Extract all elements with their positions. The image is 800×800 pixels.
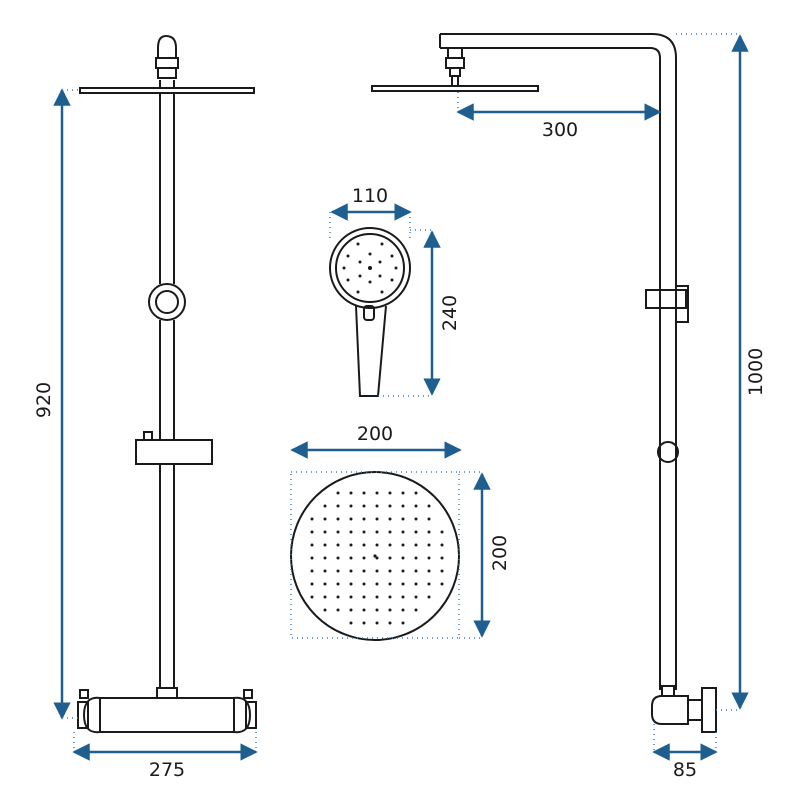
rain-head-side-icon <box>371 85 539 92</box>
slider-ring-icon <box>148 283 186 321</box>
label-200-height: 200 <box>489 535 511 571</box>
valve-handle-icon <box>701 687 717 733</box>
dimension-85: 85 <box>652 724 718 781</box>
label-110: 110 <box>352 185 388 207</box>
dimension-300: 300 <box>456 92 662 141</box>
shelf-icon <box>135 439 213 465</box>
dimension-920: 920 <box>33 88 80 720</box>
label-200-width: 200 <box>357 423 393 445</box>
dimension-275: 275 <box>72 732 258 781</box>
side-view <box>371 33 717 733</box>
hand-shower-detail: 110 240 <box>329 185 461 397</box>
label-85: 85 <box>673 759 697 781</box>
label-275: 275 <box>149 759 185 781</box>
label-300: 300 <box>542 119 578 141</box>
dimension-1000: 1000 <box>676 33 767 711</box>
top-swivel-icon <box>157 34 177 58</box>
thermostat-valve-icon <box>99 697 235 733</box>
label-920: 920 <box>33 382 55 418</box>
spray-nozzles-icon <box>342 242 398 294</box>
rain-nozzles-icon <box>373 554 377 558</box>
label-240: 240 <box>439 295 461 331</box>
front-view <box>77 34 257 734</box>
rain-shower-detail: 200 200 <box>290 423 511 641</box>
label-1000: 1000 <box>745 348 767 396</box>
